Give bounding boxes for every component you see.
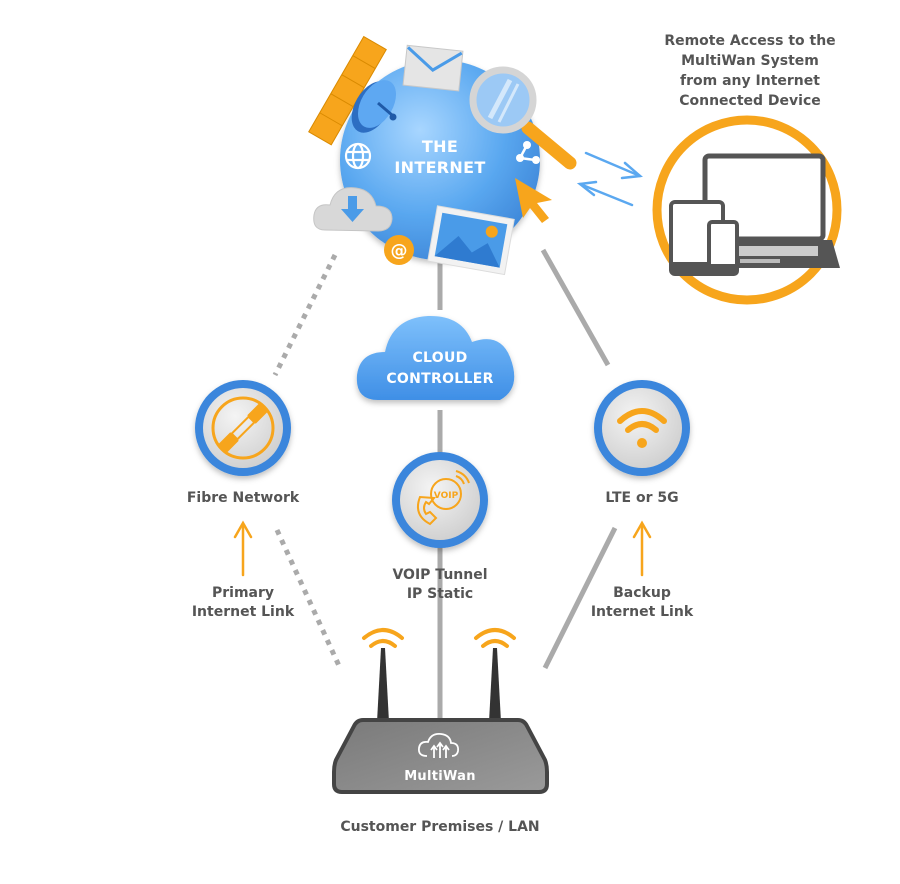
picture-icon — [427, 205, 515, 276]
cloud-controller-label: CLOUD CONTROLLER — [370, 348, 510, 390]
remote-access-line2: MultiWan System — [681, 53, 819, 69]
fibre-network-node[interactable] — [195, 380, 291, 476]
remote-access-line1: Remote Access to the — [664, 33, 836, 49]
primary-link-line2: Internet Link — [191, 604, 295, 620]
fibre-to-router-dotted-line — [274, 528, 343, 670]
antenna-signal-right-icon — [474, 628, 516, 648]
mouse-cursor-icon — [515, 178, 552, 223]
fibre-network-label: Fibre Network — [186, 490, 300, 506]
internet-label-line1: THE — [421, 137, 459, 156]
lte-label: LTE or 5G — [605, 490, 679, 506]
backup-link-arrow-icon — [632, 520, 652, 577]
antenna-signal-left-icon — [362, 628, 404, 648]
multiwan-router[interactable] — [332, 628, 549, 794]
connection-lines — [272, 248, 618, 720]
backup-link-label: Backup Internet Link — [562, 584, 722, 622]
antenna-right — [489, 648, 501, 722]
internet-to-fibre-dotted-line — [272, 253, 338, 377]
antenna-left — [377, 648, 389, 722]
magnifier-icon — [469, 66, 577, 170]
backup-link-line1: Backup — [613, 585, 671, 601]
phone-icon — [707, 220, 739, 276]
primary-link-line1: Primary — [211, 585, 275, 601]
remote-access-line4: Connected Device — [679, 93, 821, 109]
router-label: MultiWan — [404, 769, 476, 784]
premises-label: Customer Premises / LAN — [340, 819, 540, 835]
share-icon — [516, 141, 540, 164]
remote-access-caption: Remote Access to the MultiWan System fro… — [640, 31, 860, 111]
remote-access-line3: from any Internet — [680, 73, 820, 89]
cloud-controller-node[interactable] — [356, 315, 515, 400]
voip-node[interactable]: VOIP — [392, 452, 488, 548]
voip-phone-icon — [417, 470, 470, 526]
remote-devices-node[interactable] — [652, 115, 842, 305]
svg-text:@: @ — [391, 241, 408, 261]
cloud-controller-label-line2: CONTROLLER — [386, 371, 494, 387]
primary-link-label: Primary Internet Link — [163, 584, 323, 622]
cloud-download-icon — [313, 187, 393, 232]
email-envelope-icon — [402, 44, 464, 92]
voip-label-line2: IP Static — [406, 586, 474, 602]
internet-label: THE INTERNET — [390, 136, 490, 178]
primary-link-arrow-icon — [233, 520, 253, 577]
internet-label-line2: INTERNET — [394, 158, 486, 177]
fibre-cable-icon — [217, 402, 269, 454]
lte-node[interactable] — [594, 380, 690, 476]
voip-label: VOIP Tunnel IP Static — [360, 566, 520, 604]
internet-node[interactable]: @ — [308, 35, 577, 276]
backup-link-line2: Internet Link — [590, 604, 694, 620]
cloud-upload-icon — [418, 733, 460, 758]
cloud-controller-label-line1: CLOUD — [412, 350, 468, 366]
at-sign-icon: @ — [384, 235, 414, 265]
voip-icon-text: VOIP — [434, 491, 459, 501]
web-globe-icon — [344, 142, 372, 170]
wifi-signal-icon — [617, 408, 667, 448]
internet-to-lte-line — [540, 248, 611, 367]
bidirectional-arrows-icon — [576, 151, 643, 207]
satellite-dish-icon — [351, 80, 397, 133]
voip-label-line1: VOIP Tunnel — [392, 567, 488, 583]
lte-to-router-line — [542, 526, 618, 670]
